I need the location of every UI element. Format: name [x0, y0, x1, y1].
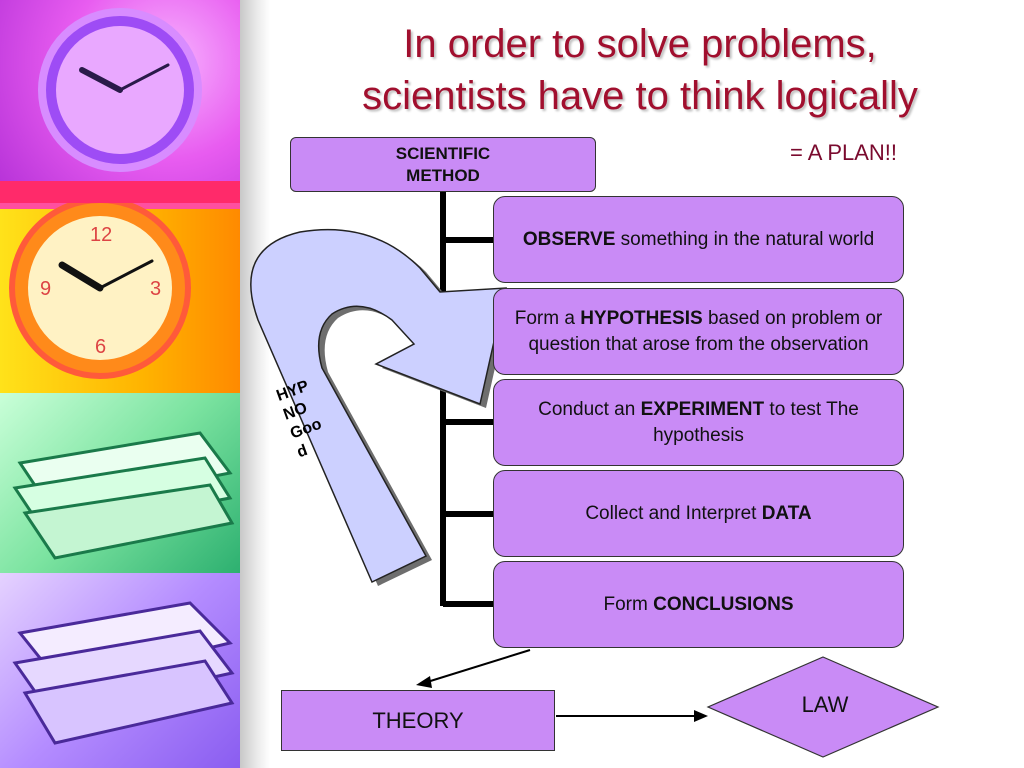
- method-line-2: METHOD: [406, 165, 480, 185]
- step-observe-keyword: OBSERVE: [522, 228, 616, 250]
- svg-text:9: 9: [40, 278, 51, 300]
- step-data: Collect and Interpret DATA: [493, 470, 904, 557]
- purple-clock-photo: [0, 0, 240, 203]
- title-line-2: scientists have to think logically: [362, 74, 918, 118]
- arrow-to-theory: [423, 649, 531, 684]
- books-icon: [12, 601, 235, 745]
- title-line-1: In order to solve problems,: [403, 22, 877, 66]
- svg-text:12: 12: [90, 224, 112, 246]
- plan-note: = A PLAN!!: [790, 140, 898, 165]
- clock-icon: [38, 8, 202, 172]
- strip-shadow: [240, 0, 270, 768]
- decorative-photo-strip: 12 3 6 9: [0, 0, 240, 768]
- step-hypothesis-prefix: Form a: [514, 307, 581, 329]
- step-hypothesis-text: based on problem or question that arose …: [528, 307, 883, 355]
- step-conclusions-prefix: Form: [603, 593, 654, 615]
- step-conclusions-keyword: CONCLUSIONS: [653, 593, 794, 615]
- slide-title: In order to solve problems, scientists h…: [280, 18, 1000, 122]
- arrow-to-law-head: [694, 710, 708, 722]
- svg-text:6: 6: [95, 336, 106, 358]
- hypno-label: HYP NO Goo d: [274, 357, 386, 463]
- step-conclusions: Form CONCLUSIONS: [493, 561, 904, 648]
- step-experiment: Conduct an EXPERIMENT to test The hypoth…: [493, 379, 904, 466]
- step-observe-text: something in the natural world: [615, 228, 875, 250]
- law-label: LAW: [801, 692, 849, 717]
- theory-label: THEORY: [372, 707, 464, 733]
- step-experiment-keyword: EXPERIMENT: [640, 398, 765, 420]
- method-line-1: SCIENTIFIC: [395, 143, 491, 163]
- purple-books-photo: [0, 573, 240, 768]
- theory-box: THEORY: [281, 690, 555, 751]
- step-hypothesis-keyword: HYPOTHESIS: [580, 307, 703, 329]
- orange-clock-photo: 12 3 6 9: [0, 203, 240, 393]
- clock-icon: 12 3 6 9: [9, 203, 191, 379]
- arrow-to-theory-head: [416, 676, 432, 688]
- books-icon: [12, 431, 235, 560]
- step-experiment-prefix: Conduct an: [538, 398, 641, 420]
- svg-text:3: 3: [150, 278, 161, 300]
- step-observe: OBSERVE something in the natural world: [493, 196, 904, 283]
- scientific-method-box: SCIENTIFIC METHOD: [290, 137, 596, 192]
- step-data-prefix: Collect and Interpret: [585, 502, 762, 524]
- step-data-keyword: DATA: [761, 502, 812, 524]
- step-experiment-text: to test The hypothesis: [653, 398, 859, 446]
- step-hypothesis: Form a HYPOTHESIS based on problem or qu…: [493, 288, 904, 375]
- green-books-photo: [0, 393, 240, 573]
